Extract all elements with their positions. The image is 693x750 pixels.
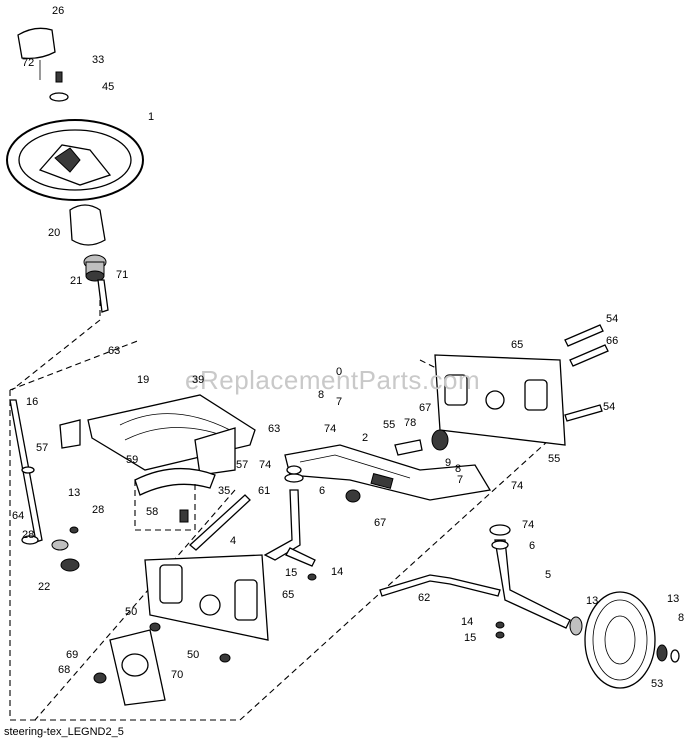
- callout-39: 39: [192, 374, 205, 386]
- callout-55-right: 55: [548, 453, 561, 465]
- assembly-outline: [9, 339, 561, 721]
- callout-8-hub: 8: [678, 612, 685, 624]
- callout-4: 4: [230, 535, 237, 547]
- callout-13-hub: 13: [667, 593, 680, 605]
- callout-54-right: 54: [603, 401, 616, 413]
- callout-28-top: 28: [92, 504, 105, 516]
- callout-5: 5: [545, 569, 552, 581]
- callout-74-top: 74: [324, 423, 337, 435]
- callout-15-right: 15: [464, 632, 477, 644]
- steering-boot-part: [69, 204, 106, 246]
- callout-19: 19: [137, 374, 150, 386]
- callout-35: 35: [218, 485, 231, 497]
- callout-16: 16: [26, 396, 39, 408]
- callout-59: 59: [126, 454, 139, 466]
- callout-2: 2: [362, 432, 369, 444]
- diagram-caption: steering-tex_LEGND2_5: [4, 726, 124, 738]
- callout-69: 69: [66, 649, 79, 661]
- callout-7-mid: 7: [457, 474, 464, 486]
- callout-45: 45: [102, 81, 115, 93]
- callout-62: 62: [418, 592, 431, 604]
- callout-22: 22: [38, 581, 51, 593]
- callout-0: 0: [336, 366, 343, 378]
- callout-14-right: 14: [461, 616, 474, 628]
- callout-50-top: 50: [125, 606, 138, 618]
- callout-13-wheel: 13: [586, 595, 599, 607]
- sector-gear-part: [134, 467, 216, 496]
- callout-63-right: 63: [268, 423, 281, 435]
- spindle-left-part: [263, 489, 301, 561]
- callout-21: 21: [70, 275, 83, 287]
- spindle-right-part: [494, 539, 571, 629]
- callout-9: 9: [445, 457, 452, 469]
- callout-26: 26: [52, 5, 65, 17]
- callout-6-right: 6: [529, 540, 536, 552]
- watermark: eReplacementParts.com: [185, 365, 481, 395]
- callout-6-left: 6: [319, 485, 326, 497]
- front-wheel-part: [569, 591, 680, 689]
- callout-70: 70: [171, 669, 184, 681]
- callout-67-bottom: 67: [374, 517, 387, 529]
- callout-54-top: 54: [606, 313, 619, 325]
- callout-50-bottom: 50: [187, 649, 200, 661]
- callout-64: 64: [12, 510, 25, 522]
- callout-65-top: 65: [511, 339, 524, 351]
- callout-78: 78: [404, 417, 417, 429]
- callout-28-bottom: 28: [22, 529, 35, 541]
- front-axle-part: [284, 444, 492, 501]
- callout-57-right: 57: [236, 459, 249, 471]
- callout-13-left: 13: [68, 487, 81, 499]
- callout-15-left: 15: [285, 567, 298, 579]
- shaft-part: [97, 279, 109, 313]
- callout-55-left: 55: [383, 419, 396, 431]
- callout-14-left: 14: [331, 566, 344, 578]
- steering-shaft-leader: [11, 290, 101, 391]
- callout-57-left: 57: [36, 442, 49, 454]
- callout-53: 53: [651, 678, 664, 690]
- callout-66: 66: [606, 335, 619, 347]
- callout-68: 68: [58, 664, 71, 676]
- callout-72: 72: [22, 57, 35, 69]
- callout-71: 71: [116, 269, 129, 281]
- callout-63-top: 63: [108, 345, 121, 357]
- callout-33: 33: [92, 54, 105, 66]
- callout-20: 20: [48, 227, 61, 239]
- callout-74-bottom: 74: [522, 519, 535, 531]
- steering-cap-part: [17, 27, 56, 60]
- callout-8-mid: 8: [455, 463, 462, 475]
- tie-rod-part: [379, 574, 501, 597]
- callout-74-left: 74: [259, 459, 272, 471]
- callout-67-top: 67: [419, 402, 432, 414]
- callout-7-top: 7: [336, 396, 343, 408]
- steering-wheel-part: [6, 119, 144, 201]
- steering-gear-part: [83, 254, 107, 282]
- callout-8-top: 8: [318, 389, 325, 401]
- callout-58: 58: [146, 506, 159, 518]
- callout-74-right: 74: [511, 480, 524, 492]
- callout-61: 61: [258, 485, 271, 497]
- callout-65-bottom: 65: [282, 589, 295, 601]
- callout-1: 1: [148, 111, 155, 123]
- drag-link-part: [189, 494, 251, 551]
